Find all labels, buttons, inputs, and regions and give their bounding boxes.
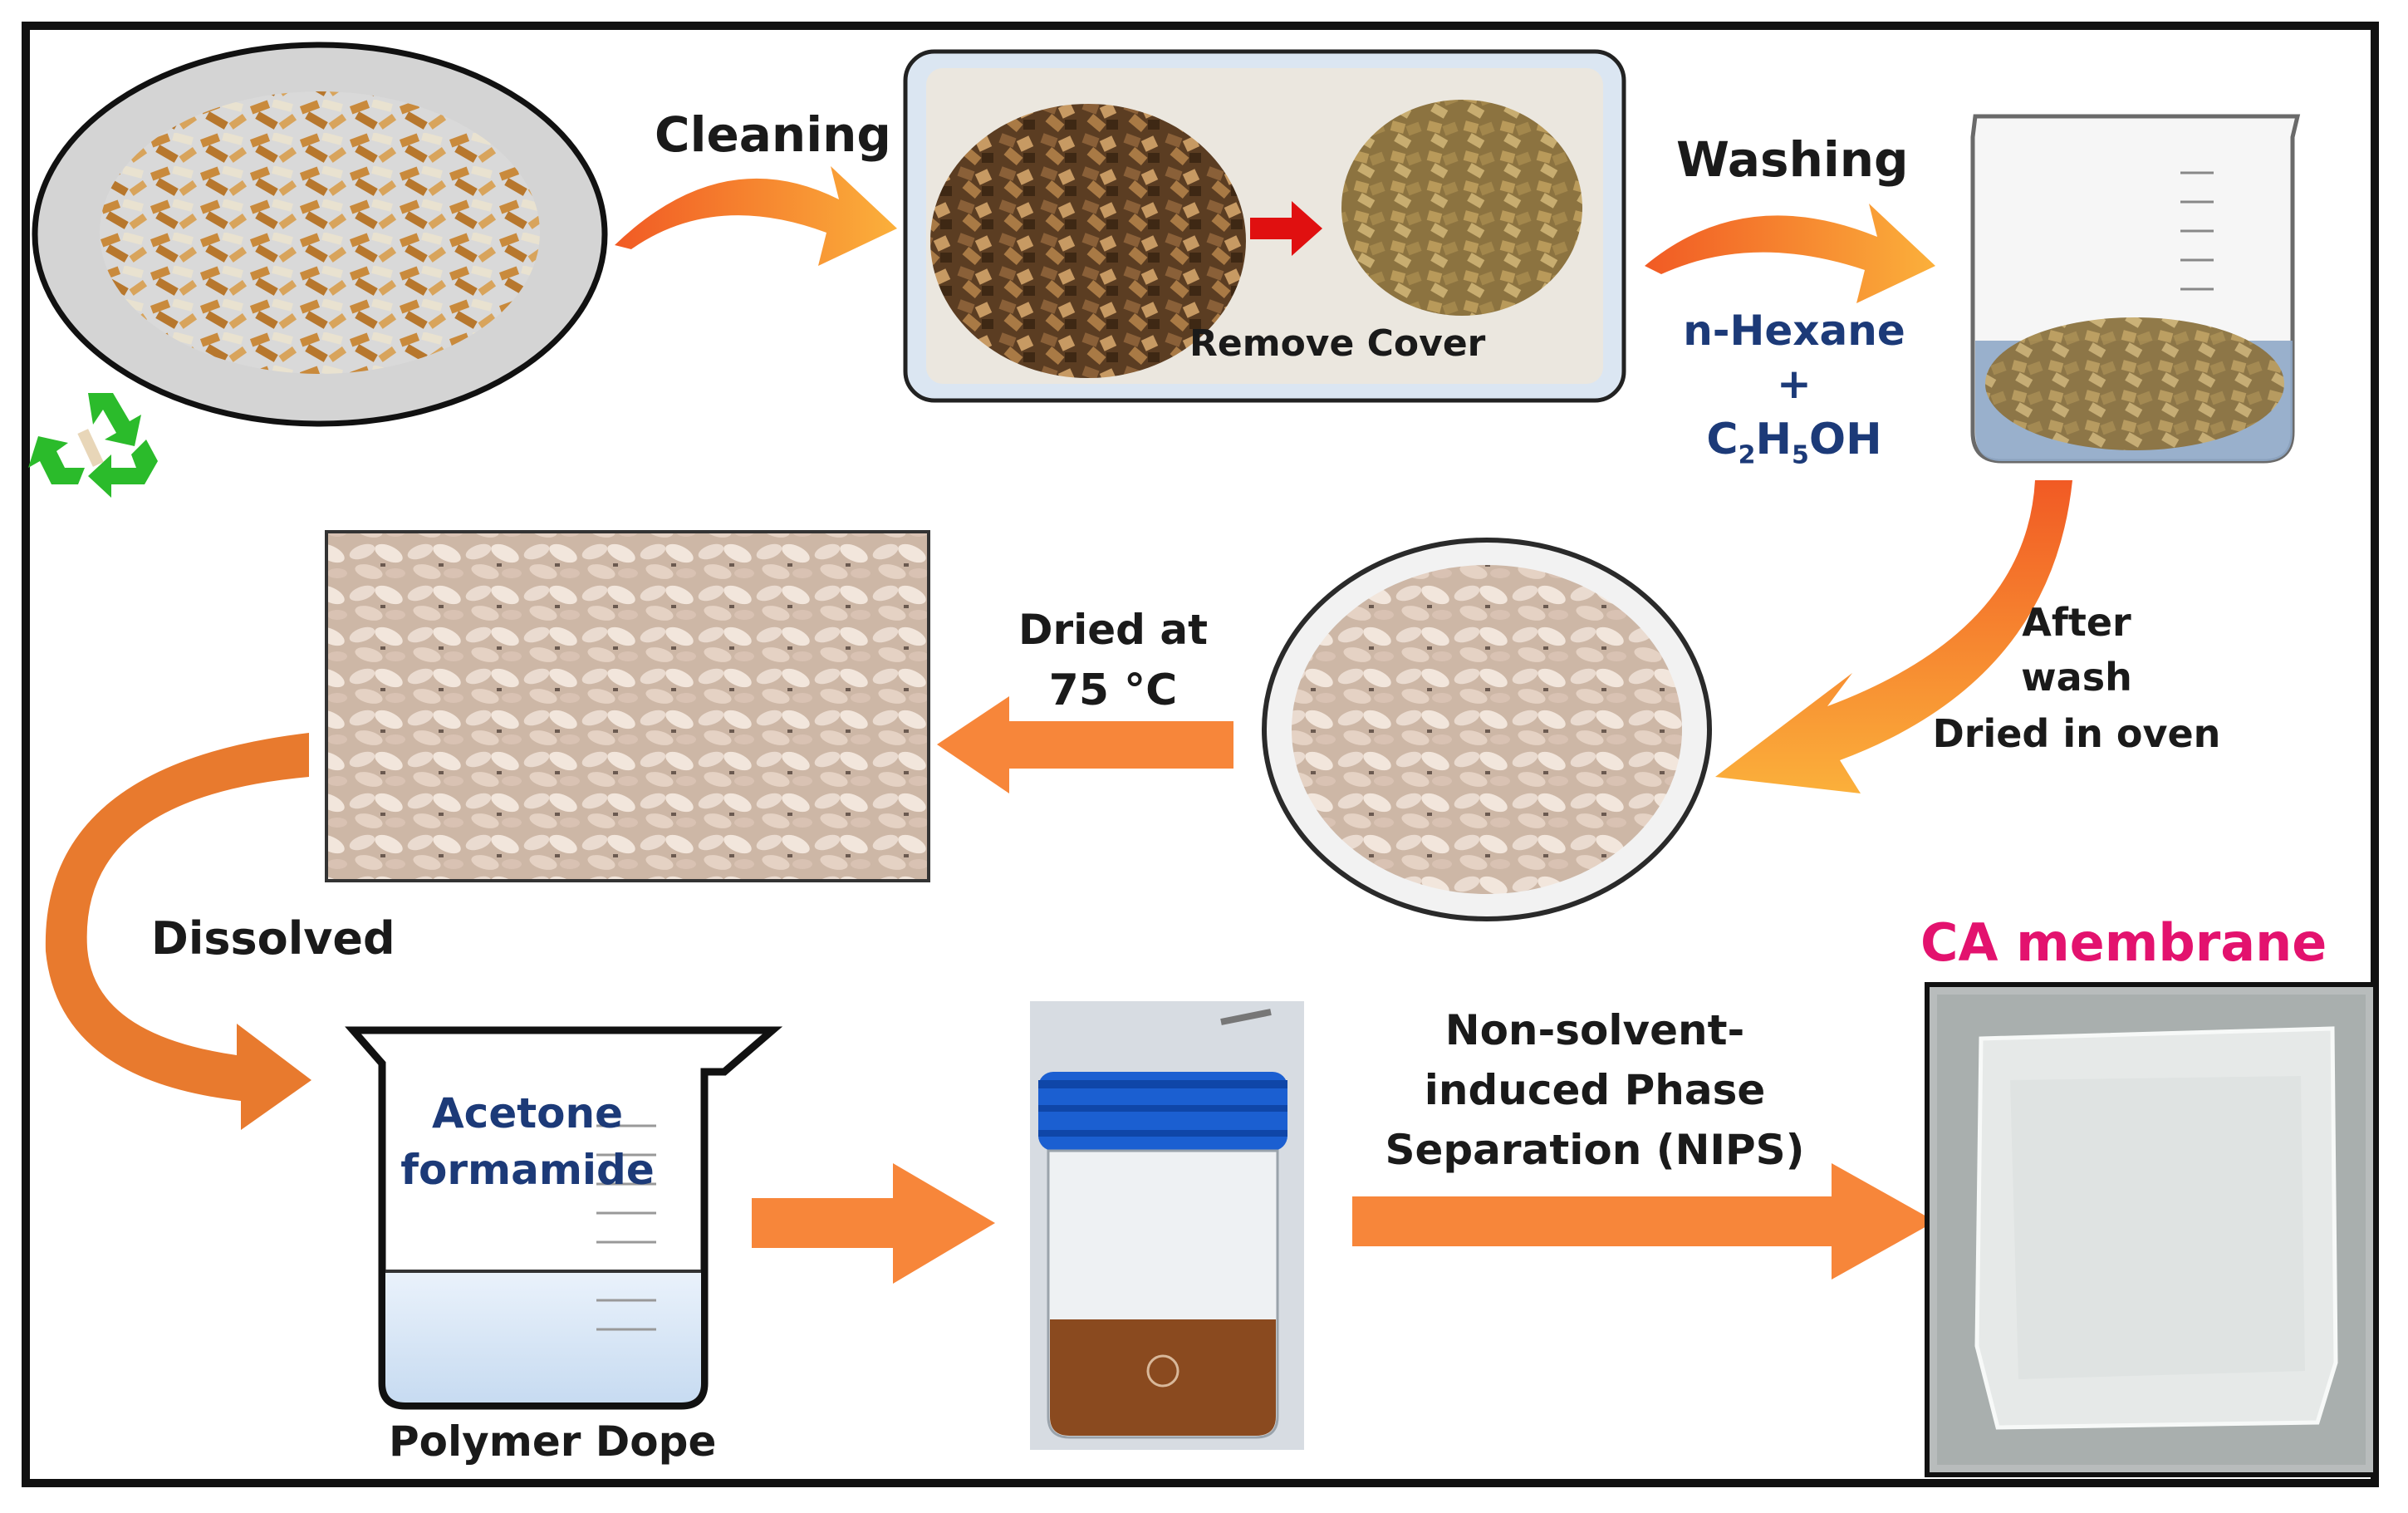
cigarette-butts-image [32,42,608,427]
recycle-icon [28,393,158,498]
nips-arrow [1352,1163,1935,1280]
washing-arrow [1645,204,1935,303]
after-wash-arrow [1715,480,2072,793]
dried-arrow [937,696,1233,793]
nips-line3: Separation (NIPS) [1385,1126,1805,1174]
temperature-label: 75 °C [1048,666,1178,715]
petri-dish-image [1262,538,1712,921]
nips-line1: Non-solvent- [1444,1006,1745,1054]
dope-bottle-image [1030,1001,1304,1450]
nips-line2: induced Phase [1424,1066,1766,1114]
remove-cover-image [903,49,1626,403]
dissolved-arrow [45,733,312,1130]
polymer-dope-beaker [345,1026,783,1410]
solvent-hexane-label: n-Hexane [1683,307,1905,355]
dried-at-label: Dried at [1018,606,1209,654]
polymer-dope-label: Polymer Dope [389,1417,717,1466]
beaker-acetone-label: Acetone [431,1089,623,1137]
beaker-formamide-label: formamide [400,1146,655,1194]
ca-membrane-image [1925,982,2378,1477]
cleaning-arrow [615,166,897,266]
red-arrow-icon [1250,201,1322,256]
cleaning-label: Cleaning [655,106,891,163]
solvent-plus-label: + [1777,360,1812,408]
after-wash-line1: After [2022,600,2131,645]
after-wash-line2: wash [2021,655,2132,700]
dope-arrow [752,1163,995,1284]
washing-label: Washing [1676,131,1909,188]
remove-cover-label: Remove Cover [1189,322,1486,365]
solvent-ethanol-label: C2H5OH [1706,415,1882,470]
dried-fibers-image [325,530,930,882]
washing-beaker-image [1970,114,2301,464]
ca-membrane-label: CA membrane [1920,912,2327,973]
after-wash-line3: Dried in oven [1932,711,2221,756]
outer-frame [22,22,2379,1487]
dissolved-label: Dissolved [151,912,395,965]
